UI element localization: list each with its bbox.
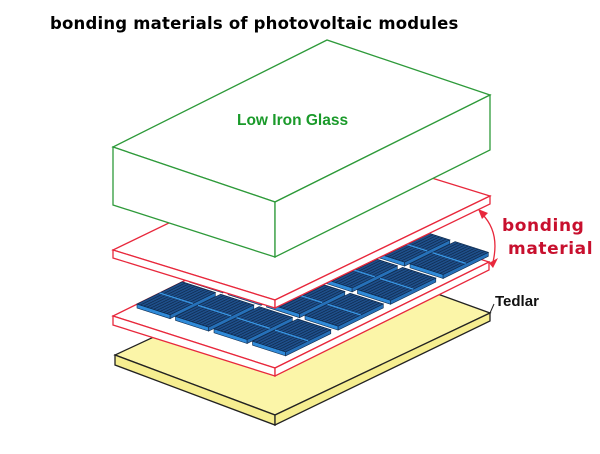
bonding-arrow-icon (478, 209, 498, 268)
glass-label: Low Iron Glass (237, 112, 349, 129)
tedlar-leader-line (489, 303, 495, 314)
tedlar-label: Tedlar (495, 293, 539, 310)
solar-cell (356, 267, 437, 305)
solar-cell (409, 241, 490, 279)
solar-cell (136, 281, 217, 320)
bonding-label-line1: bonding (502, 216, 585, 236)
diagram-title: bonding materials of photovoltaic module… (50, 14, 459, 33)
solar-cell (251, 318, 332, 357)
solar-cell (304, 292, 385, 331)
solar-cell (174, 293, 255, 332)
solar-cell (213, 306, 294, 344)
glass-layer (111, 39, 492, 259)
bonding-label-line2: material (508, 239, 594, 259)
